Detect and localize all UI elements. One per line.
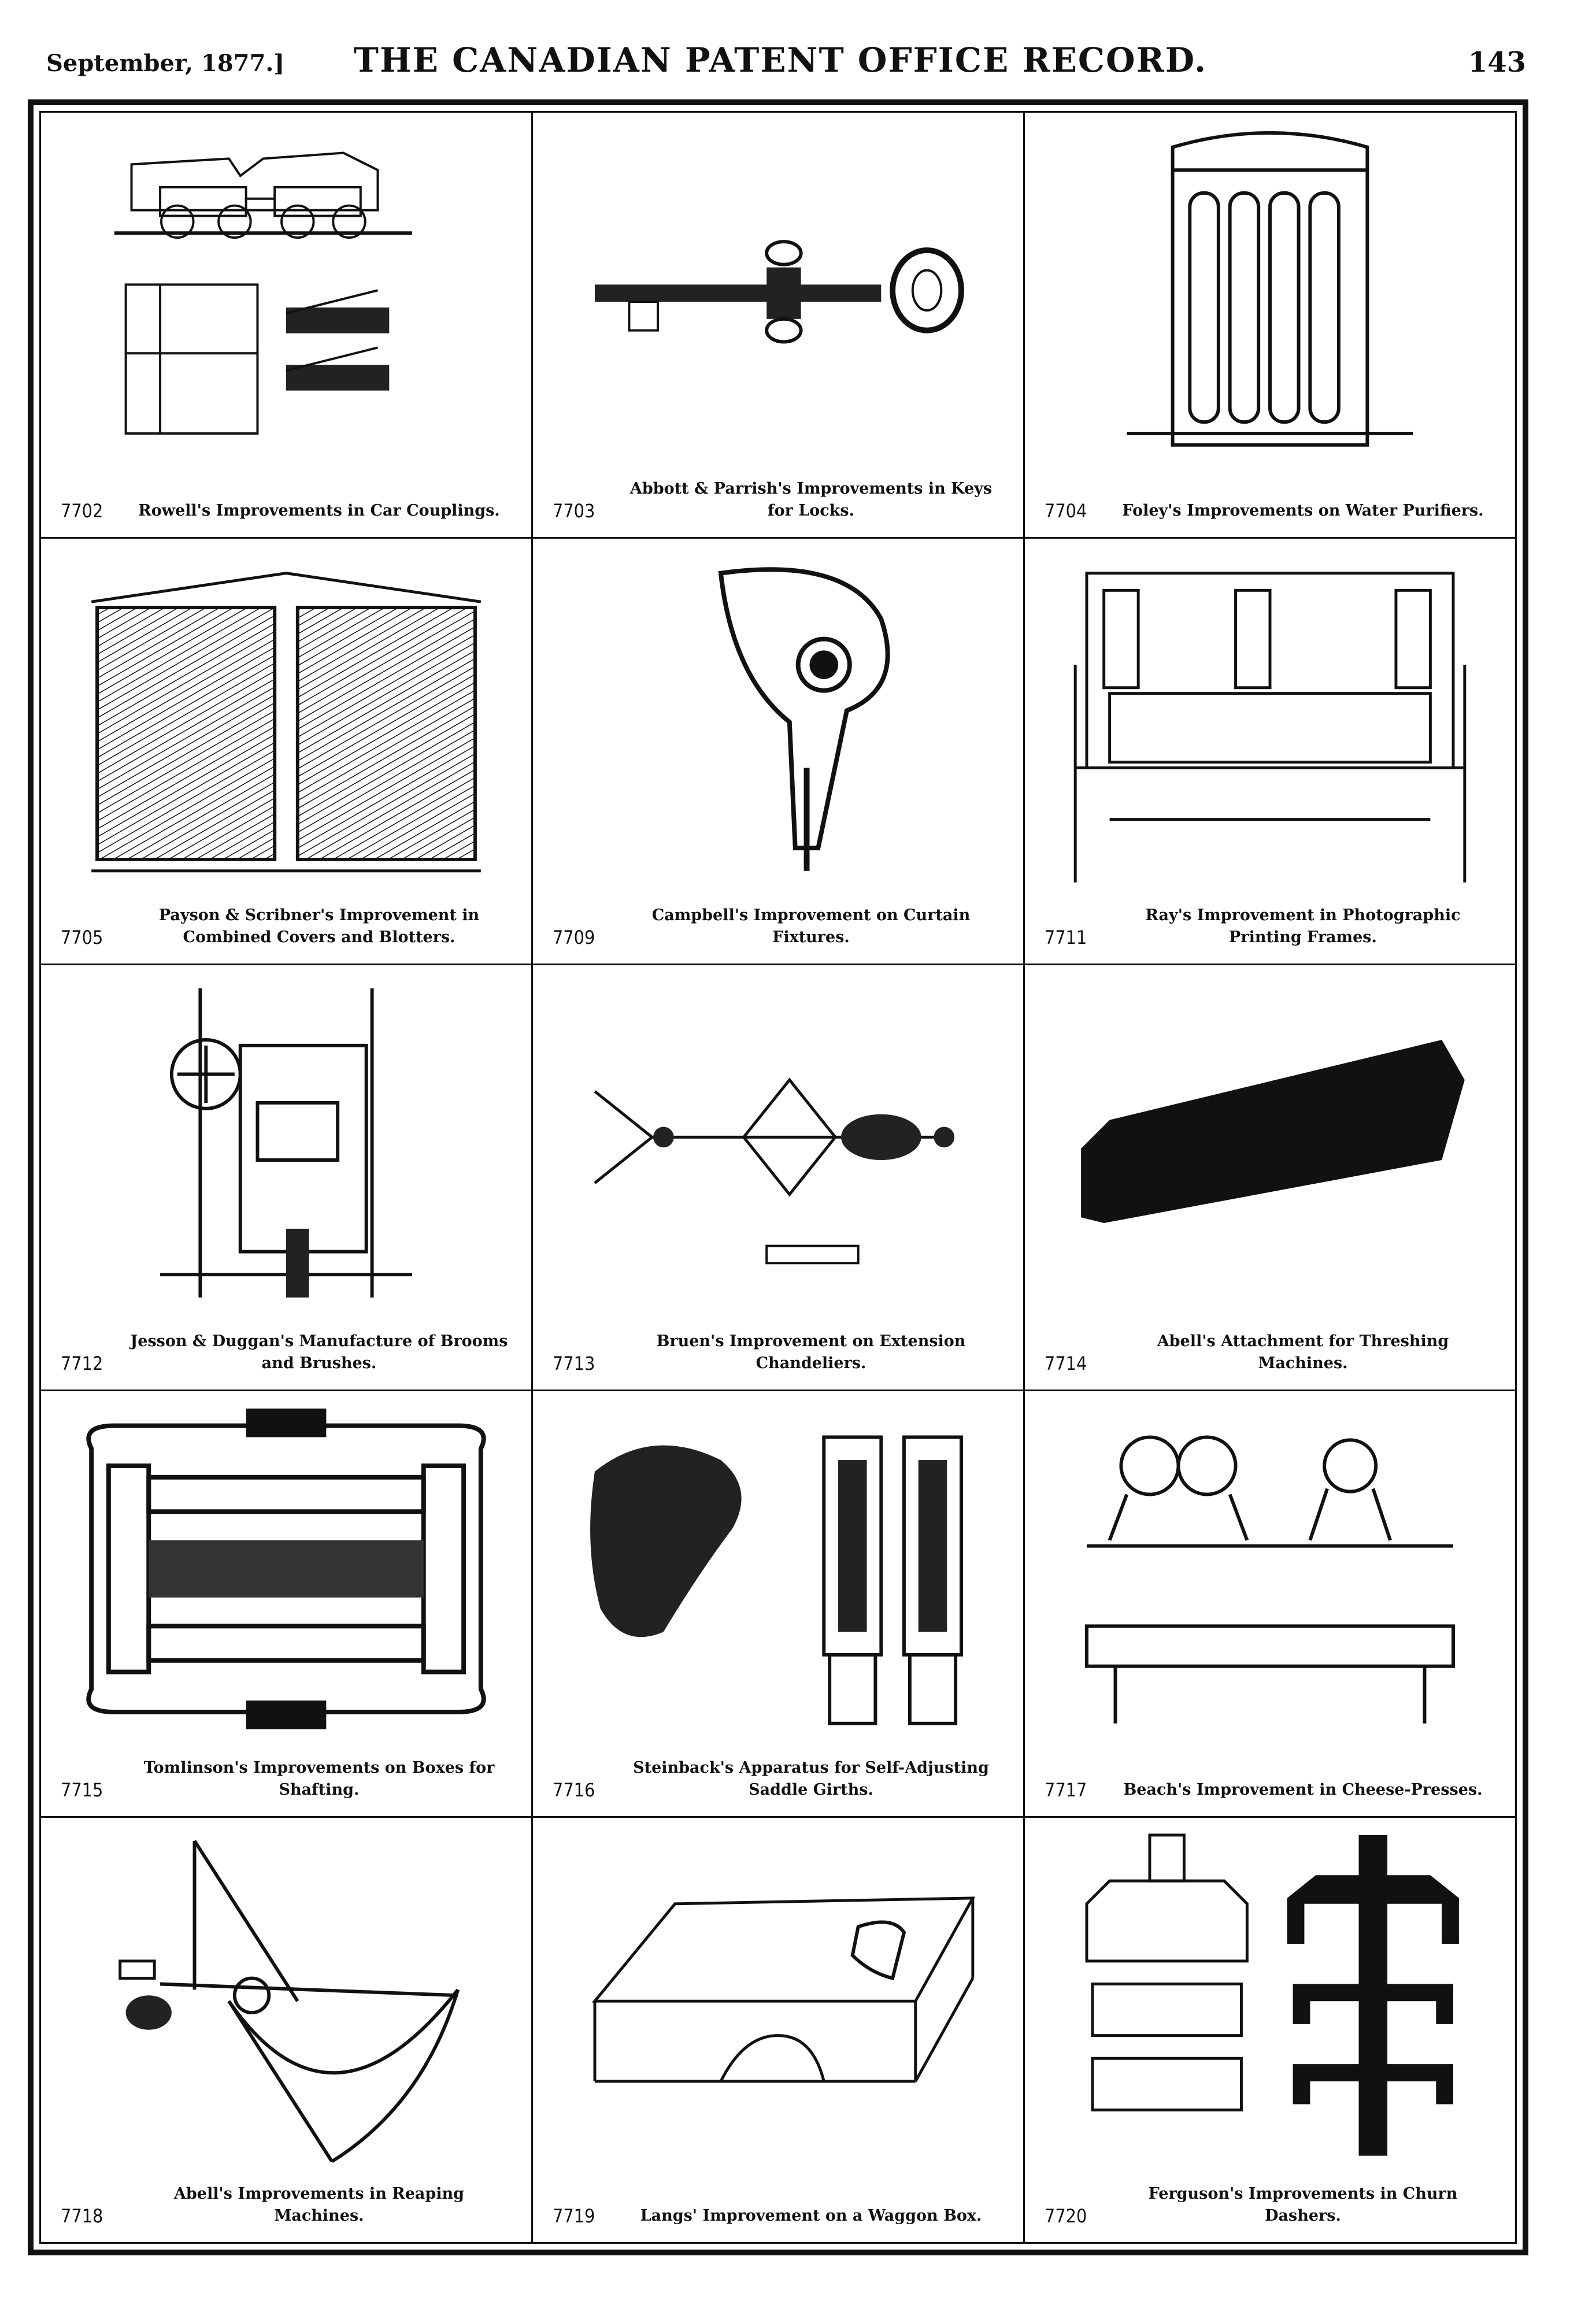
patent-caption: 7702 Rowell's Improvements in Car Coupli… (61, 500, 514, 522)
patent-plate-frame: 7702 Rowell's Improvements in Car Coupli… (28, 99, 1528, 2255)
patent-caption: 7713 Bruen's Improvement on Extension Ch… (553, 1331, 1006, 1374)
patent-number: 7711 (1045, 926, 1087, 948)
patent-title: Jesson & Duggan's Manufacture of Brooms … (130, 1332, 508, 1373)
patent-cell: 7704 Foley's Improvements on Water Purif… (1025, 113, 1517, 539)
patent-title: Beach's Improvement in Cheese-Presses. (1123, 1780, 1483, 1799)
patent-number: 7713 (553, 1353, 595, 1375)
patent-title: Foley's Improvements on Water Purifiers. (1122, 502, 1484, 520)
patent-title: Abbott & Parrish's Improvements in Keys … (629, 480, 993, 520)
reaping-machine-illustration (53, 1829, 520, 2173)
patent-cell: 7713 Bruen's Improvement on Extension Ch… (533, 965, 1025, 1392)
patent-title: Payson & Scribner's Improvement in Combi… (158, 906, 480, 946)
patent-title: Abell's Improvements in Reaping Machines… (173, 2185, 465, 2225)
threshing-machine-attachment-illustration (1036, 977, 1504, 1320)
curtain-fixture-illustration (545, 550, 1012, 894)
patent-number: 7709 (553, 926, 595, 948)
patent-number: 7716 (553, 1779, 595, 1801)
patent-title: Ray's Improvement in Photographic Printi… (1145, 906, 1461, 946)
patent-caption: 7717 Beach's Improvement in Cheese-Press… (1045, 1779, 1498, 1801)
churn-dasher-illustration (1036, 1829, 1504, 2173)
patent-title: Rowell's Improvements in Car Couplings. (138, 502, 500, 520)
patent-title: Abell's Attachment for Threshing Machine… (1157, 1332, 1449, 1373)
patent-cell: 7712 Jesson & Duggan's Manufacture of Br… (41, 965, 533, 1392)
extension-chandelier-illustration (545, 977, 1012, 1320)
issue-date: September, 1877.] (46, 50, 285, 77)
patent-number: 7715 (61, 1779, 103, 1801)
lock-key-illustration (545, 124, 1012, 468)
patent-number: 7719 (553, 2205, 595, 2227)
patent-title: Langs' Improvement on a Waggon Box. (640, 2207, 982, 2225)
patent-caption: 7712 Jesson & Duggan's Manufacture of Br… (61, 1331, 514, 1374)
patent-caption: 7715 Tomlinson's Improvements on Boxes f… (61, 1757, 514, 1801)
cheese-press-illustration (1036, 1403, 1504, 1746)
patent-title: Steinback's Apparatus for Self-Adjusting… (633, 1758, 989, 1799)
patent-cell: 7715 Tomlinson's Improvements on Boxes f… (41, 1391, 533, 1818)
patent-cell: 7720 Ferguson's Improvements in Churn Da… (1025, 1817, 1517, 2244)
patent-cell: 7711 Ray's Improvement in Photographic P… (1025, 539, 1517, 965)
patent-caption: 7705 Payson & Scribner's Improvement in … (61, 905, 514, 948)
patent-title: Campbell's Improvement on Curtain Fixtur… (651, 906, 971, 946)
broom-manufacture-illustration (53, 977, 520, 1320)
patent-cell: 7709 Campbell's Improvement on Curtain F… (533, 539, 1025, 965)
patent-cell: 7716 Steinback's Apparatus for Self-Adju… (533, 1391, 1025, 1818)
patent-caption: 7703 Abbott & Parrish's Improvements in … (553, 478, 1006, 522)
patent-cell: 7714 Abell's Attachment for Threshing Ma… (1025, 965, 1517, 1392)
patent-grid: 7702 Rowell's Improvements in Car Coupli… (39, 111, 1517, 2244)
patent-number: 7703 (553, 500, 595, 523)
patent-caption: 7704 Foley's Improvements on Water Purif… (1045, 500, 1498, 522)
patent-cell: 7702 Rowell's Improvements in Car Coupli… (41, 113, 533, 539)
saddle-girth-illustration (545, 1403, 1012, 1746)
patent-cell: 7703 Abbott & Parrish's Improvements in … (533, 113, 1025, 539)
patent-number: 7717 (1045, 1779, 1087, 1801)
patent-caption: 7718 Abell's Improvements in Reaping Mac… (61, 2183, 514, 2227)
covers-and-blotters-illustration (53, 550, 520, 894)
patent-cell: 7718 Abell's Improvements in Reaping Mac… (41, 1817, 533, 2244)
patent-number: 7712 (61, 1353, 103, 1375)
patent-caption: 7711 Ray's Improvement in Photographic P… (1045, 905, 1498, 948)
patent-number: 7718 (61, 2205, 103, 2227)
patent-title: Bruen's Improvement on Extension Chandel… (656, 1332, 966, 1373)
patent-title: Ferguson's Improvements in Churn Dashers… (1148, 2185, 1458, 2225)
patent-caption: 7716 Steinback's Apparatus for Self-Adju… (553, 1757, 1006, 1801)
patent-cell: 7705 Payson & Scribner's Improvement in … (41, 539, 533, 965)
waggon-box-illustration (545, 1829, 1012, 2173)
patent-number: 7714 (1045, 1353, 1087, 1375)
patent-cell: 7717 Beach's Improvement in Cheese-Press… (1025, 1391, 1517, 1818)
page-number: 143 (1468, 46, 1526, 79)
patent-caption: 7714 Abell's Attachment for Threshing Ma… (1045, 1331, 1498, 1374)
patent-caption: 7709 Campbell's Improvement on Curtain F… (553, 905, 1006, 948)
water-purifier-illustration (1036, 124, 1504, 468)
patent-caption: 7720 Ferguson's Improvements in Churn Da… (1045, 2183, 1498, 2227)
patent-number: 7720 (1045, 2205, 1087, 2227)
patent-caption: 7719 Langs' Improvement on a Waggon Box. (553, 2205, 1006, 2227)
page-header: September, 1877.] THE CANADIAN PATENT OF… (35, 35, 1526, 92)
shafting-box-illustration (53, 1403, 520, 1746)
photographic-printing-frame-illustration (1036, 550, 1504, 894)
patent-number: 7704 (1045, 500, 1087, 523)
patent-number: 7702 (61, 500, 103, 523)
page-title: THE CANADIAN PATENT OFFICE RECORD. (353, 40, 1208, 80)
car-coupling-illustration (53, 124, 520, 468)
patent-cell: 7719 Langs' Improvement on a Waggon Box. (533, 1817, 1025, 2244)
patent-title: Tomlinson's Improvements on Boxes for Sh… (143, 1758, 495, 1799)
patent-number: 7705 (61, 926, 103, 948)
